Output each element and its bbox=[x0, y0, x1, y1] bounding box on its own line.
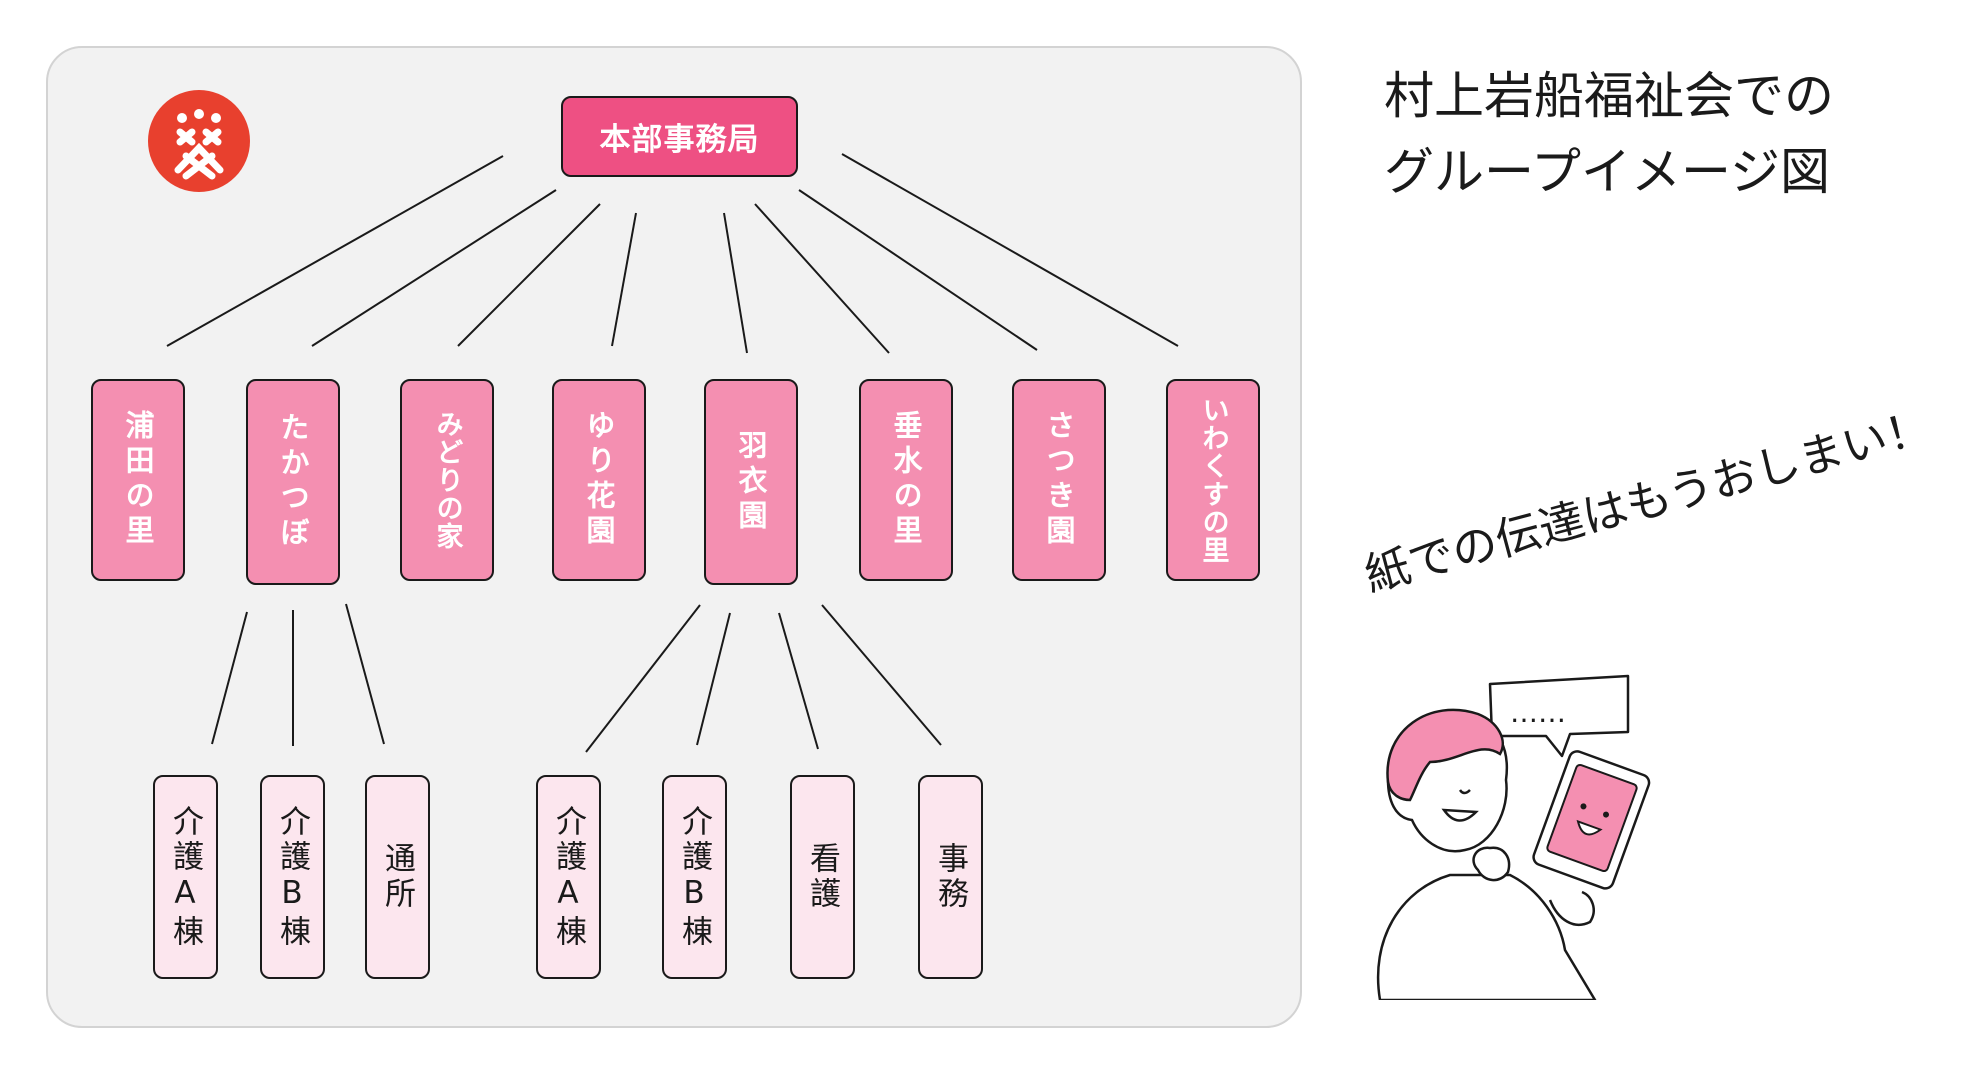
page-title: 村上岩船福祉会での グループイメージ図 bbox=[1384, 58, 1834, 210]
connector-line bbox=[696, 612, 731, 746]
facility-box: 浦田の里 bbox=[91, 379, 185, 581]
connector-line bbox=[345, 603, 385, 745]
facility-label: たかつぼ bbox=[276, 412, 310, 552]
facility-label: ゆり花園 bbox=[582, 410, 616, 550]
unit-label: 介護A棟 bbox=[550, 804, 586, 950]
facility-box: いわくすの里 bbox=[1166, 379, 1260, 581]
person-holding-tablet-illustration: …… bbox=[1376, 674, 1651, 1000]
facility-box: さつき園 bbox=[1012, 379, 1106, 581]
facility-label: 垂水の里 bbox=[889, 410, 923, 550]
unit-box: 事務 bbox=[918, 775, 983, 979]
unit-label: 看護 bbox=[804, 842, 840, 912]
facility-label: いわくすの里 bbox=[1197, 396, 1229, 564]
connector-line bbox=[611, 212, 637, 347]
unit-box: 介護A棟 bbox=[153, 775, 218, 979]
title-line-2: グループイメージ図 bbox=[1384, 143, 1830, 201]
connector-line bbox=[457, 203, 601, 347]
headquarters-label: 本部事務局 bbox=[599, 122, 760, 158]
unit-label: 通所 bbox=[379, 842, 415, 912]
organization-logo-icon bbox=[148, 90, 250, 192]
connector-line bbox=[585, 604, 701, 753]
connector-line bbox=[821, 604, 942, 746]
facility-box: 羽衣園 bbox=[704, 379, 798, 585]
facility-box: ゆり花園 bbox=[552, 379, 646, 581]
unit-box: 介護B棟 bbox=[260, 775, 325, 979]
unit-box: 介護B棟 bbox=[662, 775, 727, 979]
connector-line bbox=[723, 212, 748, 354]
connector-line bbox=[311, 189, 557, 347]
connector-line bbox=[211, 611, 248, 745]
unit-label: 介護A棟 bbox=[167, 804, 203, 950]
headquarters-box: 本部事務局 bbox=[561, 96, 798, 177]
facility-label: さつき園 bbox=[1042, 410, 1076, 550]
facility-box: たかつぼ bbox=[246, 379, 340, 585]
unit-box: 看護 bbox=[790, 775, 855, 979]
connector-line bbox=[798, 189, 1038, 351]
connector-line bbox=[841, 153, 1179, 347]
connector-line bbox=[778, 612, 819, 750]
speech-bubble-text: …… bbox=[1510, 696, 1566, 729]
connector-line bbox=[166, 155, 504, 347]
facility-label: 羽衣園 bbox=[734, 429, 768, 535]
unit-label: 介護B棟 bbox=[676, 804, 712, 950]
unit-label: 介護B棟 bbox=[274, 804, 310, 950]
facility-box: みどりの家 bbox=[400, 379, 494, 581]
unit-label: 事務 bbox=[932, 842, 968, 912]
unit-box: 通所 bbox=[365, 775, 430, 979]
connector-line bbox=[754, 203, 890, 354]
facility-box: 垂水の里 bbox=[859, 379, 953, 581]
unit-box: 介護A棟 bbox=[536, 775, 601, 979]
title-line-1: 村上岩船福祉会での bbox=[1384, 67, 1834, 125]
facility-label: みどりの家 bbox=[431, 410, 463, 550]
facility-label: 浦田の里 bbox=[121, 410, 155, 550]
